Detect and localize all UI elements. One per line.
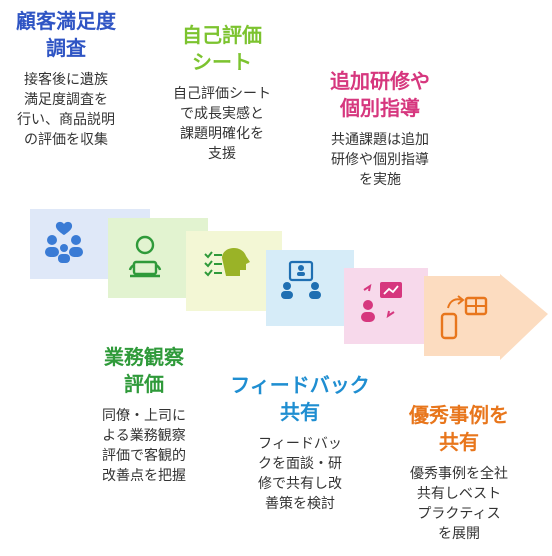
step-title: フィードバック 共有 — [230, 373, 370, 424]
step-description: 共通課題は追加 研修や個別指導 を実施 — [331, 132, 429, 188]
step-description: 自己評価シート で成長実感と 課題明確化を 支援 — [173, 86, 271, 162]
step-description: 同僚・上司に よる業務観察 評価で客観的 改善点を把握 — [102, 408, 186, 484]
step-extra-training: 追加研修や 個別指導 共通課題は追加 研修や個別指導 を実施 — [308, 68, 452, 190]
step-description: 優秀事例を全社 共有しベスト プラクティス を展開 — [410, 466, 508, 542]
step-best-practice: 優秀事例を 共有 優秀事例を全社 共有しベスト プラクティス を展開 — [384, 402, 534, 544]
step-work-observation: 業務観察 評価 同僚・上司に よる業務観察 評価で客観的 改善点を把握 — [74, 344, 214, 486]
step-self-evaluation: 自己評価 シート 自己評価シート で成長実感と 課題明確化を 支援 — [154, 22, 290, 164]
family-heart-icon — [45, 221, 83, 263]
step-title: 業務観察 評価 — [104, 345, 184, 396]
step-customer-survey: 顧客満足度 調査 接客後に遺族 満足度調査を 行い、商品説明 の評価を収集 — [0, 8, 132, 150]
head-checklist-icon — [204, 247, 250, 277]
block-2-self-evaluation — [108, 218, 208, 298]
step-title: 優秀事例を 共有 — [409, 403, 509, 454]
step-description: フィードバッ クを面談・研 修で共有し改 善策を検討 — [258, 436, 342, 512]
block-4-work-observation — [266, 250, 354, 326]
person-presentation-icon — [361, 282, 402, 322]
step-title: 顧客満足度 調査 — [16, 9, 116, 60]
person-laptop-icon — [128, 235, 162, 278]
block-5-feedback — [344, 268, 428, 344]
step-feedback: フィードバック 共有 フィードバッ クを面談・研 修で共有し改 善策を検討 — [210, 372, 390, 514]
step-description: 接客後に遺族 満足度調査を 行い、商品説明 の評価を収集 — [17, 72, 115, 148]
phone-share-icon — [440, 295, 488, 340]
people-observe-icon — [281, 260, 321, 299]
step-title: 追加研修や 個別指導 — [330, 69, 430, 120]
step-title: 自己評価 シート — [182, 23, 262, 74]
